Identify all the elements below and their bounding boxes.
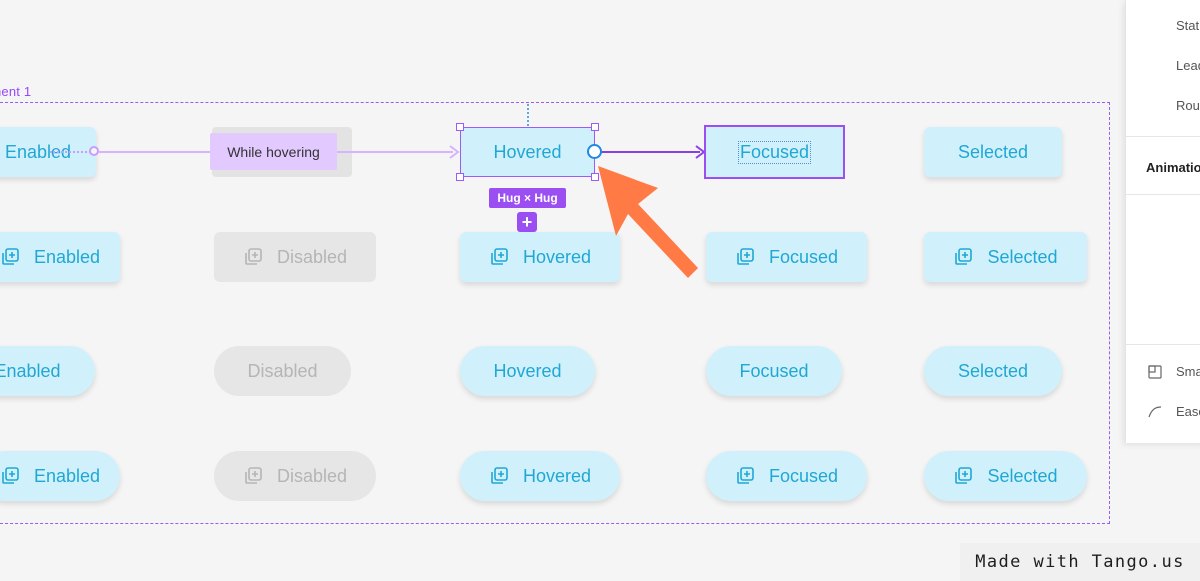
add-to-library-icon <box>0 466 20 486</box>
connection-start-node[interactable] <box>89 146 99 156</box>
component-frame[interactable] <box>0 102 1110 524</box>
add-to-library-icon <box>243 247 263 267</box>
button-disabled-r4[interactable]: Disabled <box>214 451 376 501</box>
button-enabled-r4[interactable]: Enabled <box>0 451 120 501</box>
spacing-guide <box>527 104 529 126</box>
button-enabled-r3[interactable]: Enabled <box>0 346 95 396</box>
button-enabled-r1[interactable]: Enabled <box>0 127 96 177</box>
add-to-library-icon <box>735 247 755 267</box>
resize-handle-bl[interactable] <box>456 173 464 181</box>
panel-row-leading[interactable]: Lead <box>1176 58 1200 73</box>
button-focused-r1[interactable]: Focused <box>704 125 845 179</box>
animation-section-title: Animatio <box>1146 160 1200 175</box>
button-label: Focused <box>737 141 812 164</box>
panel-row-rounding[interactable]: Rou <box>1176 98 1200 113</box>
panel-divider <box>1126 136 1200 137</box>
add-to-library-icon <box>953 466 973 486</box>
arrow-pointer-icon <box>598 166 698 278</box>
button-label: Selected <box>957 360 1029 381</box>
button-label: Focused <box>768 246 839 267</box>
connector-line-3[interactable] <box>600 151 700 153</box>
button-focused-r3[interactable]: Focused <box>706 346 842 396</box>
panel-divider <box>1126 344 1200 345</box>
animation-type-value[interactable]: Sma <box>1176 364 1200 379</box>
button-label: Focused <box>739 360 809 381</box>
component-frame-label[interactable]: nent 1 <box>0 84 32 99</box>
add-to-library-icon <box>489 466 509 486</box>
button-focused-r4[interactable]: Focused <box>706 451 867 501</box>
button-selected-r1[interactable]: Selected <box>924 127 1062 177</box>
button-hovered-r4[interactable]: Hovered <box>460 451 620 501</box>
button-selected-r4[interactable]: Selected <box>924 451 1087 501</box>
panel-row-state[interactable]: Stat <box>1176 18 1200 33</box>
connector-line-1 <box>99 151 211 153</box>
button-selected-r3[interactable]: Selected <box>924 346 1062 396</box>
connector-arrowhead-icon <box>449 145 460 159</box>
button-label: Disabled <box>276 246 348 267</box>
button-label: Hovered <box>493 360 562 381</box>
button-label: Selected <box>957 141 1029 162</box>
interaction-trigger-tag[interactable]: While hovering <box>210 133 337 170</box>
button-disabled-r2[interactable]: Disabled <box>214 232 376 282</box>
button-disabled-r3[interactable]: Disabled <box>214 346 351 396</box>
button-label: Enabled <box>0 360 61 381</box>
connector-dotted <box>50 151 94 153</box>
smart-animate-icon <box>1148 365 1162 379</box>
button-label: Focused <box>768 465 839 486</box>
button-label: Hovered <box>493 141 562 162</box>
resize-handle-br[interactable] <box>591 173 599 181</box>
button-hovered-r2[interactable]: Hovered <box>460 232 620 282</box>
button-hovered-r3[interactable]: Hovered <box>460 346 595 396</box>
button-label: Enabled <box>4 141 72 162</box>
button-enabled-r2[interactable]: Enabled <box>0 232 120 282</box>
connection-node[interactable] <box>587 144 602 159</box>
add-to-library-icon <box>489 247 509 267</box>
button-label: Selected <box>987 246 1058 267</box>
selection-box <box>460 127 595 177</box>
button-label: Hovered <box>522 246 592 267</box>
add-to-library-icon <box>735 466 755 486</box>
button-label: Enabled <box>33 246 101 267</box>
resize-handle-tl[interactable] <box>456 123 464 131</box>
button-label: Hovered <box>522 465 592 486</box>
resize-handle-tr[interactable] <box>591 123 599 131</box>
connector-line-2 <box>337 151 453 153</box>
button-label: Enabled <box>33 465 101 486</box>
button-hovered-r1[interactable]: Hovered <box>460 127 595 177</box>
button-label: Disabled <box>276 465 348 486</box>
tango-watermark: Made with Tango.us <box>960 543 1200 581</box>
easing-value[interactable]: Ease <box>1176 404 1200 419</box>
button-label: Selected <box>987 465 1058 486</box>
properties-panel: Stat Lead Rou Animatio Sma Ease <box>1125 0 1200 443</box>
button-focused-r2[interactable]: Focused <box>706 232 867 282</box>
button-selected-r2[interactable]: Selected <box>924 232 1087 282</box>
easing-curve-icon <box>1148 406 1162 418</box>
add-to-library-icon <box>0 247 20 267</box>
hug-size-badge[interactable]: Hug × Hug <box>489 188 566 208</box>
button-label: Disabled <box>247 360 318 381</box>
add-to-library-icon <box>243 466 263 486</box>
add-to-library-icon <box>953 247 973 267</box>
panel-divider <box>1126 194 1200 195</box>
add-auto-layout-button[interactable]: + <box>517 212 537 232</box>
